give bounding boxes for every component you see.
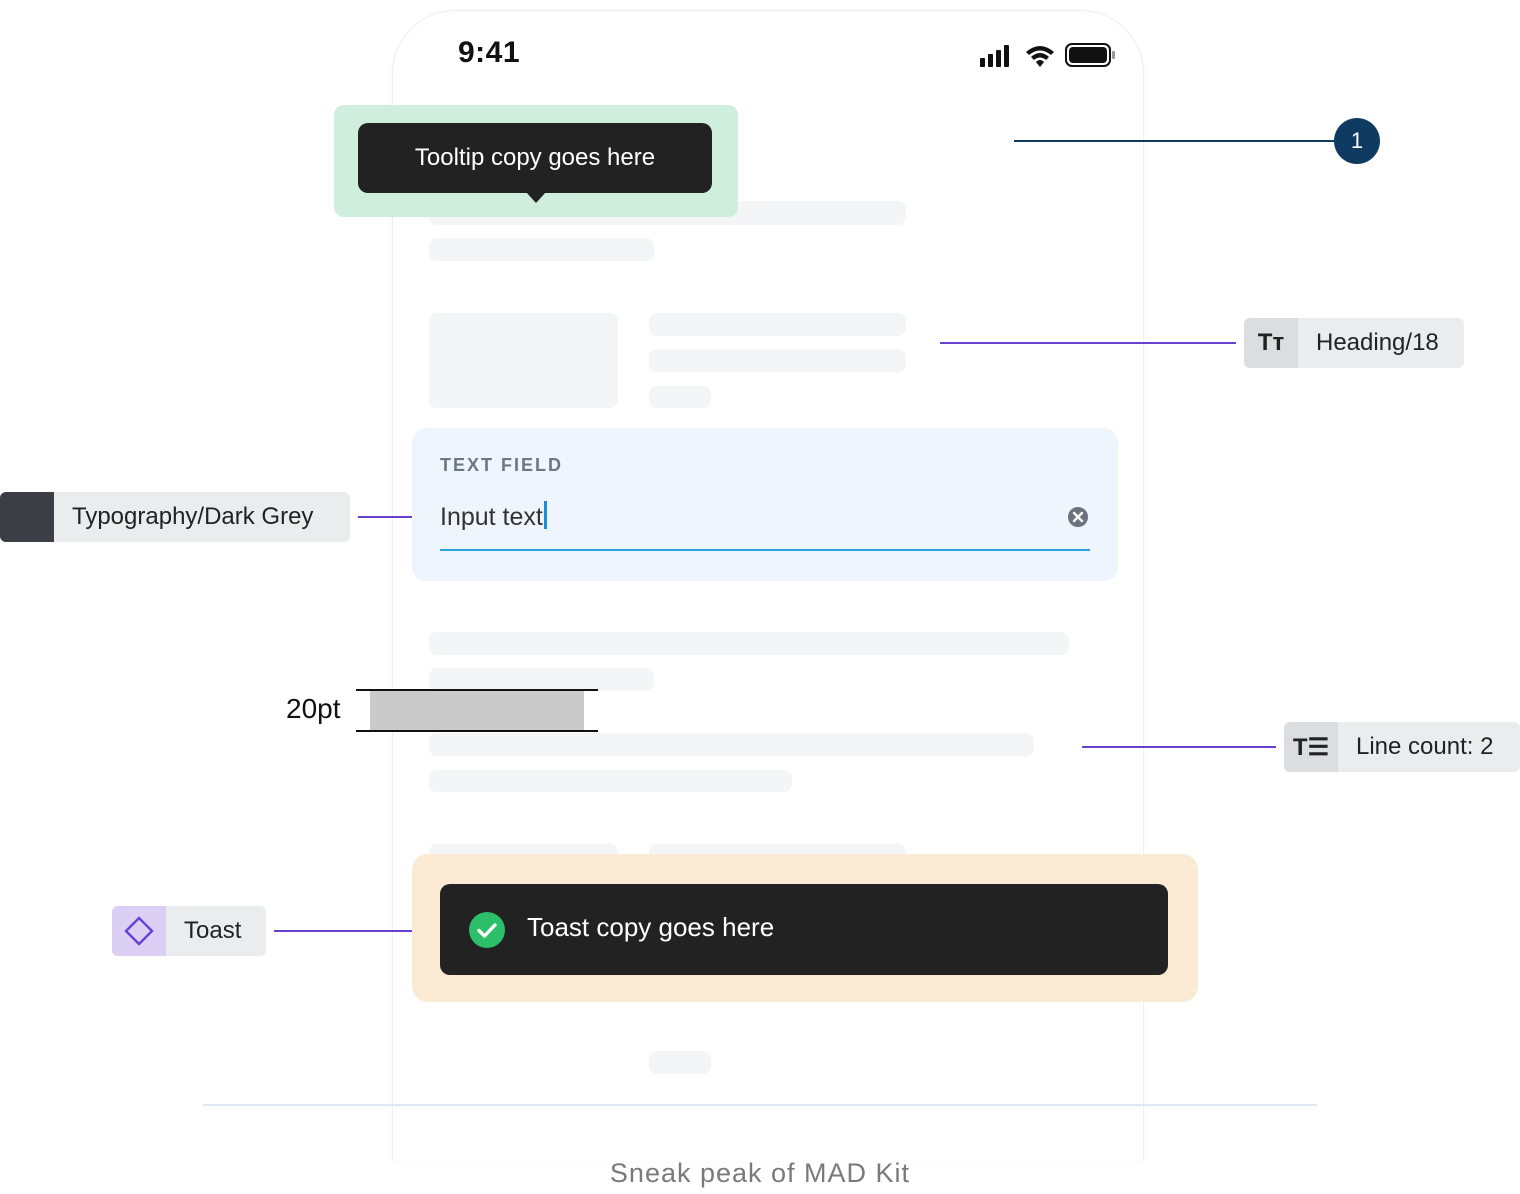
color-token-tag: Typography/Dark Grey: [0, 492, 350, 542]
text-field-input[interactable]: Input text: [440, 501, 547, 532]
component-tag-label: Toast: [184, 917, 242, 944]
text-field-label: TEXT FIELD: [440, 455, 563, 475]
component-tag: Toast: [112, 906, 266, 956]
placeholder-bar: [649, 386, 711, 408]
component-annotation-line: [274, 930, 428, 932]
heading-tag-label: Heading/18: [1316, 329, 1439, 356]
spacing-label: 20pt: [286, 693, 341, 724]
placeholder-image: [429, 313, 618, 408]
signal-icon: [980, 45, 1009, 67]
spacing-rule-top: [356, 689, 598, 691]
line-count-icon: T☰: [1284, 722, 1338, 772]
text-caret: [543, 501, 547, 529]
footer-divider: [203, 1104, 1317, 1106]
heading-tag: Tт Heading/18: [1244, 318, 1464, 368]
line-count-tag: T☰ Line count: 2: [1284, 722, 1520, 772]
clear-icon[interactable]: [1067, 506, 1089, 528]
text-field-value: Input text: [440, 503, 543, 531]
toast: [440, 884, 1168, 975]
callout-line: [1014, 140, 1336, 142]
spacing-box: [370, 691, 584, 730]
callout-number-badge: 1: [1334, 118, 1380, 164]
line-count-annotation-line: [1082, 746, 1276, 748]
placeholder-bar: [649, 313, 906, 336]
typography-icon: Tт: [1244, 318, 1298, 368]
placeholder-bar: [649, 1051, 711, 1074]
tooltip: Tooltip copy goes here: [358, 123, 712, 193]
tooltip-arrow: [526, 192, 546, 203]
placeholder-bar: [429, 733, 1034, 756]
spacing-rule-bottom: [356, 730, 598, 732]
color-swatch: [0, 492, 54, 542]
status-icons: [980, 43, 1115, 67]
text-field: [412, 428, 1118, 581]
status-time: 9:41: [458, 36, 521, 69]
text-field-underline: [440, 549, 1090, 551]
battery-icon: [1065, 43, 1115, 67]
placeholder-bar: [429, 668, 654, 691]
toast-text: Toast copy goes here: [527, 912, 775, 942]
line-count-label: Line count: 2: [1356, 733, 1494, 760]
placeholder-bar: [649, 349, 906, 372]
placeholder-bar: [429, 770, 792, 792]
wifi-icon: [1026, 46, 1054, 67]
color-annotation-line: [358, 516, 432, 518]
placeholder-bar: [429, 238, 654, 261]
tooltip-text: Tooltip copy goes here: [414, 144, 656, 171]
placeholder-bar: [429, 632, 1069, 655]
heading-annotation-line: [940, 342, 1236, 344]
color-token-label: Typography/Dark Grey: [72, 503, 314, 530]
component-diamond-icon: [112, 906, 166, 956]
check-circle-icon: [469, 912, 505, 948]
caption: Sneak peak of MAD Kit: [609, 1158, 911, 1188]
